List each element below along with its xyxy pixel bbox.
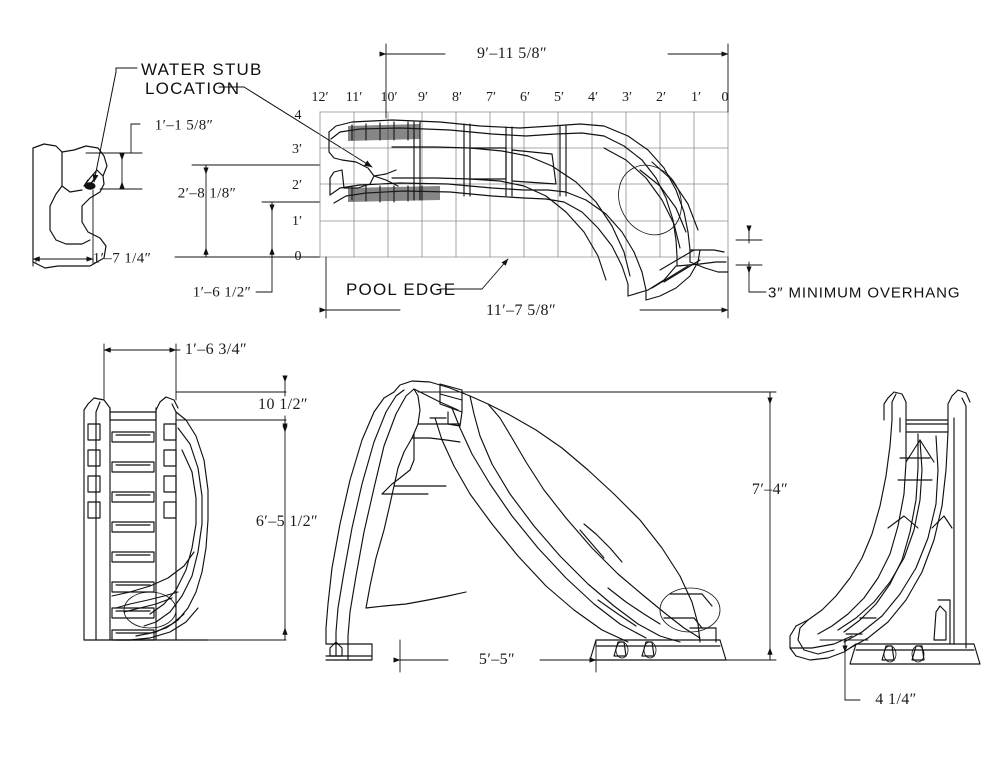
dim-height-to-mid xyxy=(255,201,321,293)
grid-label-v-1: 3′ xyxy=(291,142,303,157)
pool-edge-leader xyxy=(439,258,509,290)
grid-label-h-6: 6′ xyxy=(519,90,531,105)
dim-overall-length-label: 9′–11 5/8″ xyxy=(476,45,548,62)
grid-label-h-7: 5′ xyxy=(553,90,565,105)
grid-label-h-0: 12′ xyxy=(311,90,329,105)
front-view-geometry xyxy=(789,389,981,665)
dim-height-to-top xyxy=(174,164,321,258)
grid-label-v-3: 1′ xyxy=(291,214,303,229)
grid-label-h-4: 8′ xyxy=(451,90,463,105)
grid-label-h-8: 4′ xyxy=(587,90,599,105)
grid-label-h-2: 10′ xyxy=(380,90,398,105)
grid-label-h-5: 7′ xyxy=(485,90,497,105)
dim-handrail-height-label: 10 1/2″ xyxy=(258,396,308,413)
dim-base-clearance xyxy=(819,639,869,701)
grid-label-h-1: 11′ xyxy=(345,90,363,105)
dim-height-to-top-label: 2′–8 1/8″ xyxy=(177,185,237,202)
dim-pool-edge-length-label: 11′–7 5/8″ xyxy=(485,302,557,319)
plan-view-grid xyxy=(319,111,729,258)
plan-view-slide xyxy=(328,119,729,301)
dim-overall-height xyxy=(417,391,777,661)
dim-section-width xyxy=(32,189,94,267)
dim-ladder-height-label: 6′–5 1/2″ xyxy=(255,513,319,530)
dim-ladder-width-label: 1′–6 3/4″ xyxy=(184,341,248,358)
dim-base-length-label: 5′–5″ xyxy=(478,651,516,668)
grid-label-h-12: 0 xyxy=(721,90,729,105)
water-stub-leader xyxy=(92,67,373,183)
ladder-view-geometry xyxy=(83,396,209,641)
grid-label-h-9: 3′ xyxy=(621,90,633,105)
grid-label-v-2: 2′ xyxy=(291,178,303,193)
dim-base-length xyxy=(393,639,597,673)
grid-label-v-4: 0 xyxy=(294,249,302,264)
dim-section-width-label: 1′–7 1/4″ xyxy=(92,250,152,267)
grid-label-h-11: 1′ xyxy=(690,90,702,105)
dim-overall-height-label: 7′–4″ xyxy=(751,481,789,498)
pool-edge-note: POOL EDGE xyxy=(346,280,457,299)
dim-ladder-height xyxy=(207,419,288,641)
water-stub-note-line1: WATER STUB xyxy=(141,60,263,79)
dim-min-overhang xyxy=(735,225,767,293)
dim-overall-length xyxy=(379,43,729,119)
side-view-geometry xyxy=(325,380,727,661)
dim-height-to-mid-label: 1′–6 1/2″ xyxy=(192,284,252,301)
grid-label-h-10: 2′ xyxy=(655,90,667,105)
section-profile-outline xyxy=(32,143,108,269)
dim-ladder-width xyxy=(103,343,181,401)
dim-pool-edge-length xyxy=(319,256,729,319)
dim-stub-height-label: 1′–1 5/8″ xyxy=(154,117,214,134)
water-stub-note-line2: LOCATION xyxy=(145,79,241,98)
grid-label-h-3: 9′ xyxy=(417,90,429,105)
dim-base-clearance-label: 4 1/4″ xyxy=(875,691,917,708)
dim-stub-height xyxy=(85,123,143,190)
grid-label-v-0: 4 xyxy=(294,108,302,123)
min-overhang-note: 3″ MINIMUM OVERHANG xyxy=(768,284,961,302)
